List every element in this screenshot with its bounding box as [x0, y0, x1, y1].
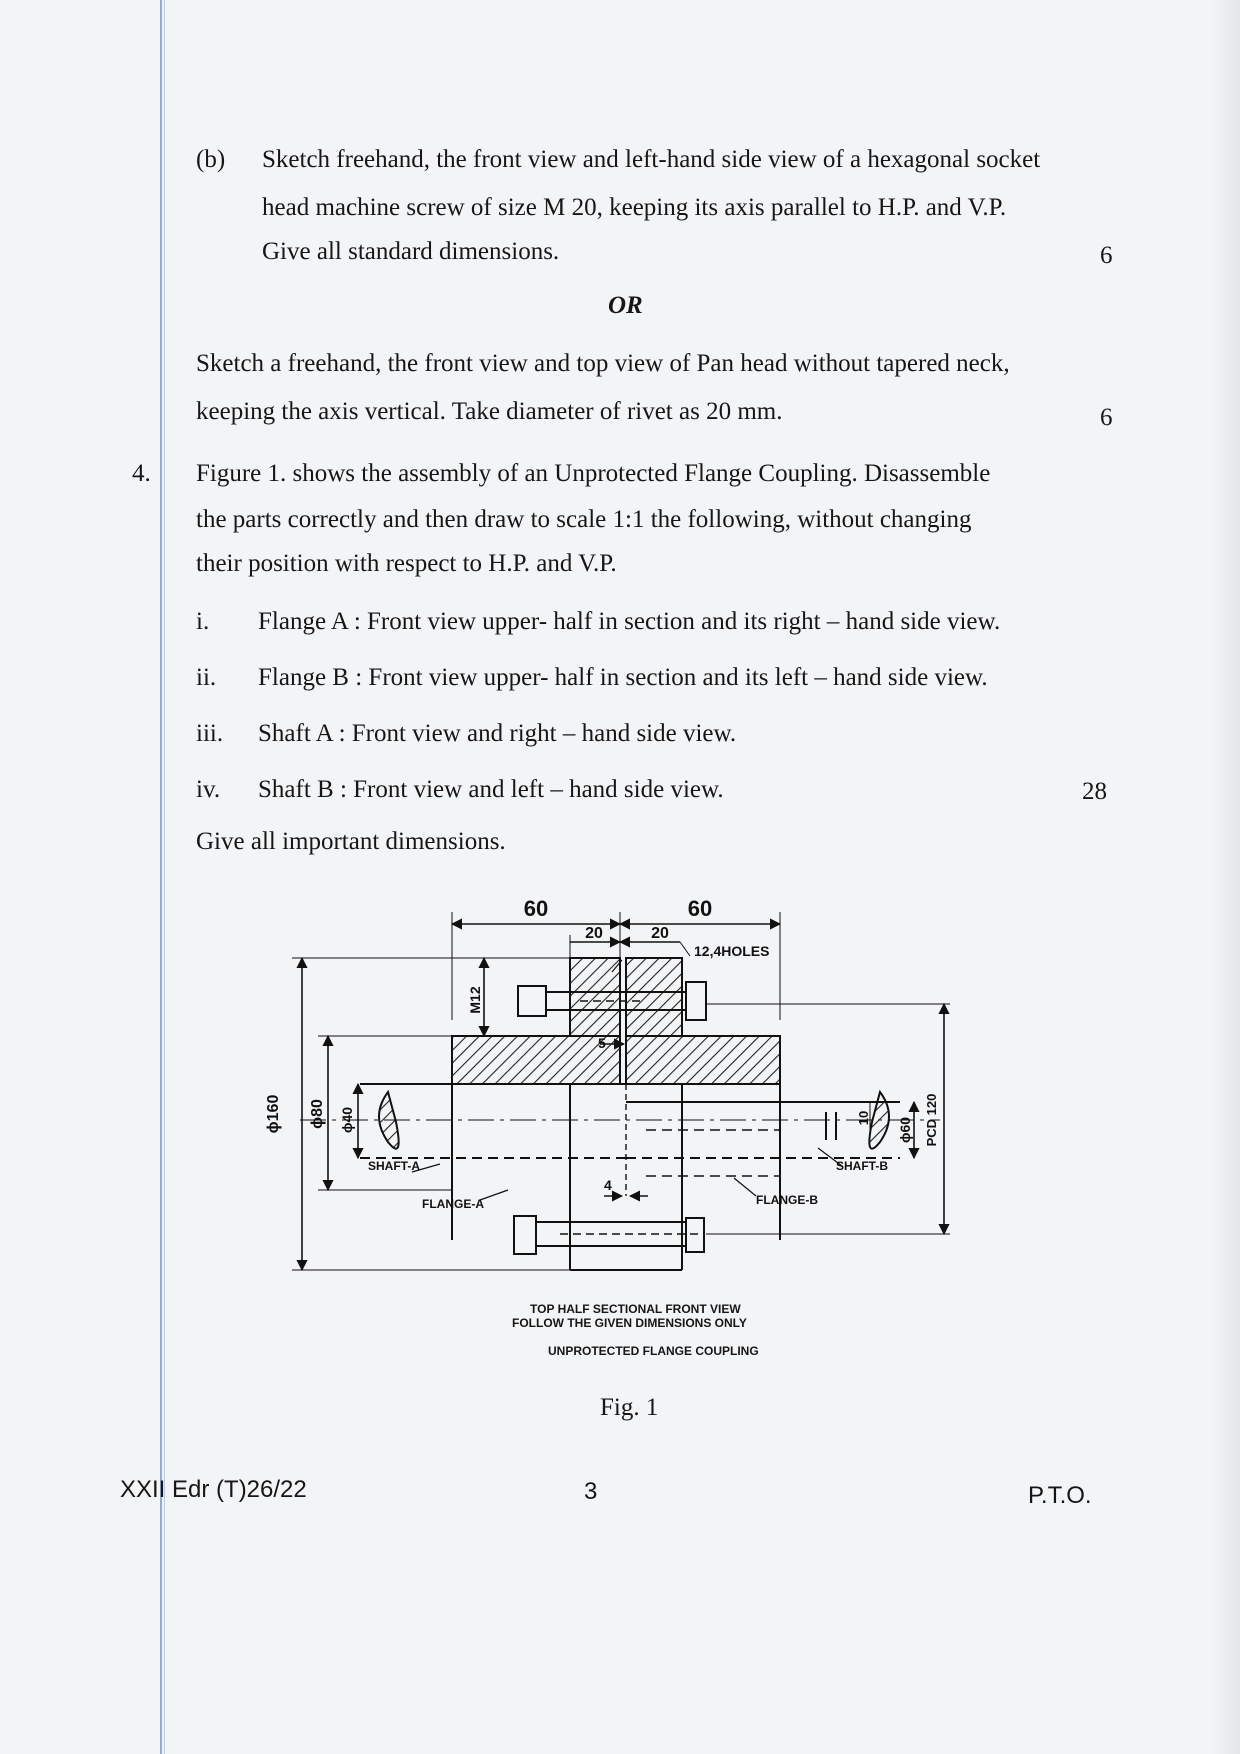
- q3b-alt-line-1: Sketch a freehand, the front view and to…: [196, 350, 1010, 377]
- q3b-label: (b): [196, 146, 226, 173]
- q3b-line-2: head machine screw of size M 20, keeping…: [262, 194, 1007, 221]
- dim-left-width: 60: [524, 896, 548, 921]
- q4-item-3-num: iii.: [196, 720, 224, 747]
- dim-right-width: 60: [688, 896, 712, 921]
- q4-item-4-num: iv.: [196, 776, 221, 803]
- q3b-line-3: Give all standard dimensions.: [262, 238, 560, 265]
- q4-closing: Give all important dimensions.: [196, 828, 506, 855]
- dim-holes: 12,4HOLES: [694, 943, 769, 959]
- footer-code: XXII Edr (T)26/22: [120, 1476, 307, 1503]
- figure-caption-line-1: TOP HALF SECTIONAL FRONT VIEW: [530, 1302, 741, 1316]
- label-flange-a: FLANGE-A: [422, 1197, 484, 1211]
- flange-coupling-figure: 60 60 20 20 12,4HOLES M12 5 ϕ160 ϕ80 ϕ40…: [265, 896, 950, 1272]
- shaft-a-break: [378, 1089, 400, 1150]
- dim-spigot: 4: [604, 1177, 612, 1193]
- margin-line-left-inner: [164, 0, 165, 1754]
- q4-item-2-num: ii.: [196, 664, 217, 691]
- dim-dia-outer: ϕ160: [265, 1095, 282, 1134]
- paper-edge: [1210, 0, 1240, 1754]
- label-flange-b: FLANGE-B: [756, 1193, 818, 1207]
- q3b-alt-line-2: keeping the axis vertical. Take diameter…: [196, 398, 783, 425]
- q4-item-1-text: Flange A : Front view upper- half in sec…: [258, 608, 1001, 635]
- shaft-b-break: [868, 1089, 890, 1150]
- label-shaft-b: SHAFT-B: [836, 1159, 888, 1173]
- dim-dia-hub: ϕ80: [309, 1099, 326, 1129]
- dim-gap: 5: [598, 1035, 606, 1051]
- dim-bolt: M12: [467, 986, 483, 1013]
- flange-b-section: [625, 957, 781, 1085]
- q3b-alt-marks: 6: [1100, 404, 1113, 431]
- q4-item-2-text: Flange B : Front view upper- half in sec…: [258, 664, 988, 691]
- dim-pcd: PCD 120: [924, 1094, 939, 1147]
- dim-hub-left: 20: [585, 925, 603, 942]
- margin-line-left: [160, 0, 162, 1754]
- flange-a-section: [451, 957, 621, 1085]
- q4-item-4-text: Shaft B : Front view and left – hand sid…: [258, 776, 724, 803]
- lower-bolt: [513, 1215, 705, 1255]
- figure-caption-line-3: UNPROTECTED FLANGE COUPLING: [548, 1344, 759, 1358]
- dim-hub-right: 20: [651, 925, 669, 942]
- upper-bolt: [517, 981, 707, 1021]
- q3b-line-1: Sketch freehand, the front view and left…: [262, 146, 1041, 173]
- q4-item-1-num: i.: [196, 608, 210, 635]
- q4-number: 4.: [132, 460, 151, 487]
- dim-key: 10: [856, 1111, 871, 1125]
- or-separator: OR: [608, 292, 643, 319]
- label-shaft-a: SHAFT-A: [368, 1159, 420, 1173]
- footer-page-number: 3: [584, 1478, 598, 1505]
- q4-item-3-text: Shaft A : Front view and right – hand si…: [258, 720, 737, 747]
- q4-line-2: the parts correctly and then draw to sca…: [196, 506, 972, 533]
- dim-shaft-b-dia: ϕ60: [897, 1117, 913, 1143]
- q4-line-3: their position with respect to H.P. and …: [196, 550, 617, 577]
- q3b-marks: 6: [1100, 242, 1113, 269]
- figure-label: Fig. 1: [600, 1394, 659, 1421]
- footer-pto: P.T.O.: [1028, 1482, 1092, 1509]
- dim-dia-shaft: ϕ40: [339, 1107, 355, 1133]
- q4-marks: 28: [1082, 778, 1107, 805]
- figure-caption-line-2: FOLLOW THE GIVEN DIMENSIONS ONLY: [512, 1316, 747, 1330]
- q4-line-1: Figure 1. shows the assembly of an Unpro…: [196, 460, 991, 487]
